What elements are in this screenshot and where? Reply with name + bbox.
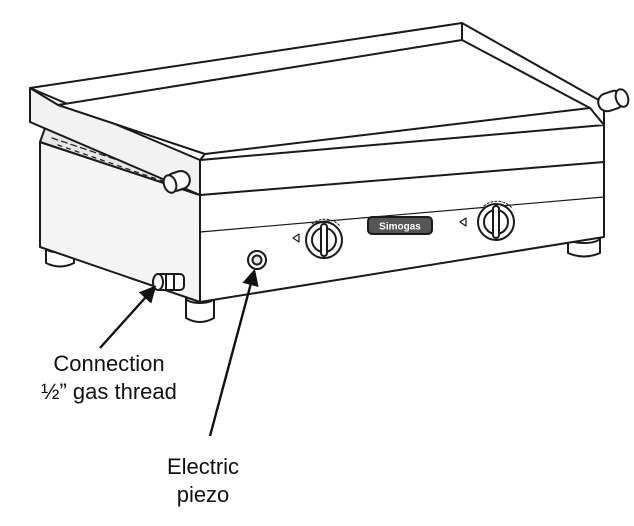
brand-logo-text: Simogas <box>379 222 421 233</box>
callout-gas-connection: Connection ½” gas thread <box>14 350 204 406</box>
gas-connection-fitting <box>152 273 185 291</box>
left-handle <box>162 170 191 194</box>
callout-gas-connection-line2: ½” gas thread <box>41 379 177 404</box>
foot-front-left <box>185 297 215 323</box>
brand-logo: Simogas <box>367 216 433 235</box>
callout-electric-piezo: Electric piezo <box>128 453 278 509</box>
right-burner-knob <box>459 200 515 241</box>
callout-gas-connection-line1: Connection <box>53 351 165 376</box>
arrow-to-piezo <box>208 268 259 437</box>
right-handle <box>597 88 630 113</box>
piezo-button <box>247 250 267 270</box>
callout-electric-piezo-line2: piezo <box>176 482 230 507</box>
left-burner-knob <box>292 218 343 259</box>
callout-electric-piezo-line1: Electric <box>166 454 240 479</box>
arrow-to-gas-connection <box>99 285 157 349</box>
plate-front-lip <box>199 124 605 196</box>
